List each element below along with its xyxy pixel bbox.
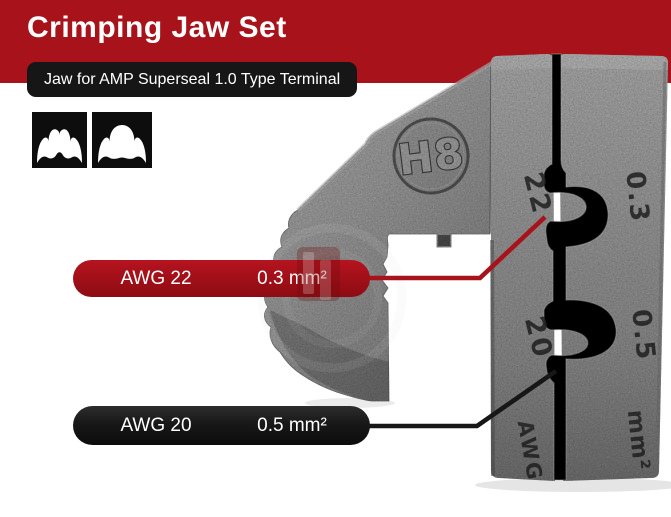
watermark-ring [282,248,382,348]
single-cavity-crimp-profile-icon [92,112,152,168]
double-cavity-crimp-profile-icon [32,112,87,168]
left-bar-top-bevel [491,54,553,70]
page-title: Crimping Jaw Set [27,11,287,44]
callout-line-awg22 [366,215,547,281]
h8-stamp-text: H8 [395,128,467,185]
h8-stamp-ring [392,117,470,195]
size-label: 0.3 mm² [257,267,327,289]
awg-label: AWG 20 [120,414,192,436]
callout-pill-awg22: AWG 22 0.3 mm² [73,260,370,297]
engraving-0-5: 0.5 [625,308,660,363]
left-bar-edge-shade [490,239,495,477]
crimp-profile-icons [32,112,152,168]
callout-line-awg20 [366,369,558,429]
right-bar-edge-shade [655,61,667,473]
callout-pill-awg20: AWG 20 0.5 mm² [73,406,370,445]
h8-stamp-ring-highlight [397,122,465,190]
subtitle-badge: Jaw for AMP Superseal 1.0 Type Terminal [27,62,358,97]
plate-bevel-highlight [296,61,494,212]
single-bump-profile-shape [98,125,146,163]
cutout-tab-shadow [438,235,450,246]
left-die-bar [491,54,555,481]
engraving-0-3: 0.3 [619,170,654,225]
jaw-metal-body: H8 22 20 AWG 0.3 0.5 mm² [257,53,668,483]
engraving-mm2-unit: mm² [622,409,654,472]
size-label: 0.5 mm² [257,414,327,436]
awg-label: AWG 22 [120,267,192,289]
right-bar-top-bevel [559,54,668,70]
watermark-ring [257,223,407,373]
tool-shadow [475,478,671,492]
double-bump-profile-shape [37,129,82,163]
right-die-bar [559,54,668,481]
h8-stamp: H8 [392,117,470,195]
plate-bar-seam [489,65,492,234]
